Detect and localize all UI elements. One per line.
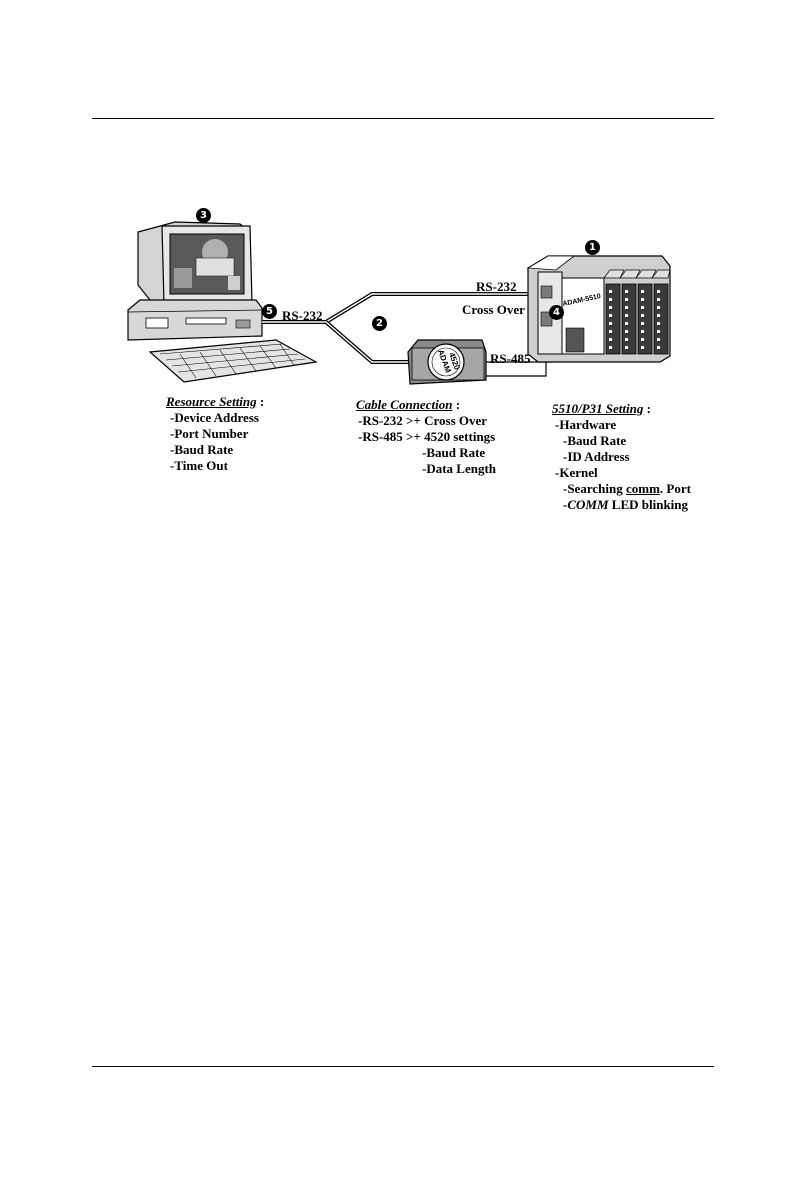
network-diagram: ADAM 4520 ADAM-5510 [127,221,671,385]
setting-hardware: -Hardware [555,417,617,432]
step-badge-1: 1 [585,240,600,255]
rs485-label: RS-485 [490,351,531,366]
setting-comm-suffix: LED blinking [608,497,689,512]
step-badge-5: 5 [262,304,277,319]
cable-connection-colon: : [452,397,461,412]
step-badge-3: 3 [196,208,211,223]
header-rule [92,118,714,119]
setting-baud-rate: -Baud Rate [563,433,627,448]
controller-setting-heading: 5510/P31 Setting [552,401,644,416]
resource-item-baud-rate: -Baud Rate [170,442,234,457]
setting-searching-prefix: -Searching [563,481,626,496]
rs232-pc-label: RS-232 [282,308,323,323]
setting-kernel: -Kernel [555,465,598,480]
footer-rule [92,1066,714,1067]
resource-item-port-number: -Port Number [170,426,249,441]
controller-setting-title: 5510/P31 Setting : [552,401,651,417]
setting-comm-word: COMM [567,497,609,512]
setting-comm-led: -COMM LED blinking [563,497,688,513]
cable-rs485-line: -RS-485 >+ 4520 settings [358,429,496,444]
cable-connection-heading: Cable Connection [356,397,453,412]
setting-comm-dash: - [563,497,568,512]
setting-id-address: -ID Address [563,449,630,464]
step-badge-2: 2 [372,316,387,331]
resource-item-device-address: -Device Address [170,410,259,425]
pc-illustration [127,221,318,383]
resource-setting-heading: Resource Setting [166,394,257,409]
resource-setting-colon: : [256,394,265,409]
controller-setting-colon: : [643,401,651,416]
adam-4520-converter: ADAM 4520 [407,339,487,385]
setting-searching-comm: comm [625,481,660,496]
step-badge-4: 4 [549,305,564,320]
cable-rs232-line: -RS-232 >+ Cross Over [358,413,488,428]
resource-item-time-out: -Time Out [170,458,228,473]
cable-connection-title: Cable Connection : [356,397,460,413]
resource-setting-title: Resource Setting : [166,394,264,410]
setting-searching-port: -Searching comm. Port [563,481,691,497]
rs232-controller-label: RS-232 [476,279,517,294]
cable-data-length: -Data Length [422,461,497,476]
cross-over-label: Cross Over [462,302,525,317]
setting-searching-suffix: . Port [659,481,691,496]
cable-baud-rate: -Baud Rate [422,445,486,460]
